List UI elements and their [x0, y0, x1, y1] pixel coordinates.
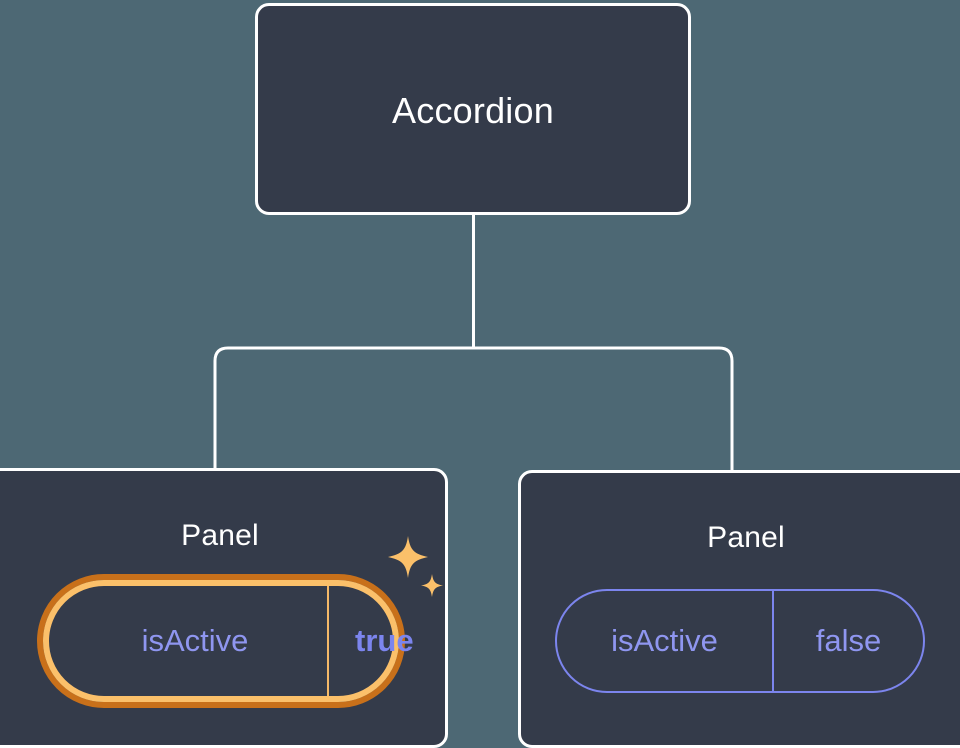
prop-key: isActive [141, 623, 249, 658]
prop-key: isActive [611, 623, 718, 658]
prop-pill-isactive-false[interactable]: isActive false [555, 589, 925, 693]
prop-pill-isactive-true[interactable]: isActive true [37, 574, 414, 708]
prop-value: true [327, 586, 454, 696]
node-accordion-label: Accordion [392, 90, 554, 131]
prop-pill-inner-ring: isActive true [43, 580, 414, 702]
prop-value: false [772, 591, 923, 691]
connector-branch-left [213, 346, 474, 470]
node-accordion[interactable]: Accordion [255, 3, 691, 215]
connector-branch-right [473, 346, 734, 470]
node-panel-inactive-label: Panel [707, 521, 785, 554]
node-panel-active-label: Panel [181, 519, 259, 552]
